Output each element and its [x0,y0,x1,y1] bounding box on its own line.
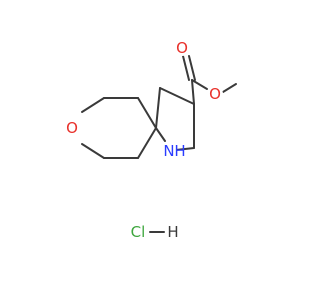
ester-ether-oxygen-label: O [209,85,221,103]
bond-c-o-lower-left [81,143,105,159]
bond-carbonyl-double-b [188,55,196,81]
bond-c-spiro-upper [137,97,157,129]
bond-c3-carbonyl-c [191,79,195,105]
bond-carbonyl-double-a [182,55,190,81]
atom-label-layer: O O O N H Cl H [64,39,223,241]
amine-hydrogen-label: H [174,142,185,160]
bond-carbonyl-ester-o [191,79,208,90]
ester-carbonyl-oxygen-label: O [176,39,188,57]
bond-spiro-c-lower [137,127,157,159]
bond-layer [81,55,237,233]
ring-oxygen-label: O [66,119,78,137]
bond-o-c-upper-left [81,97,105,113]
bond-ester-o-methyl [222,83,237,93]
bond-ch2-c3 [159,87,195,105]
chlorine-label: Cl [131,223,146,241]
salt-hydrogen-label: H [167,223,178,241]
amine-nitrogen-label: N [163,142,174,160]
bond-spiro-ch2 [155,87,161,129]
bond-n-spiro [155,127,166,142]
molecule-structure: O O O N H Cl H [64,39,237,241]
bond-ch2n-n [175,147,195,151]
